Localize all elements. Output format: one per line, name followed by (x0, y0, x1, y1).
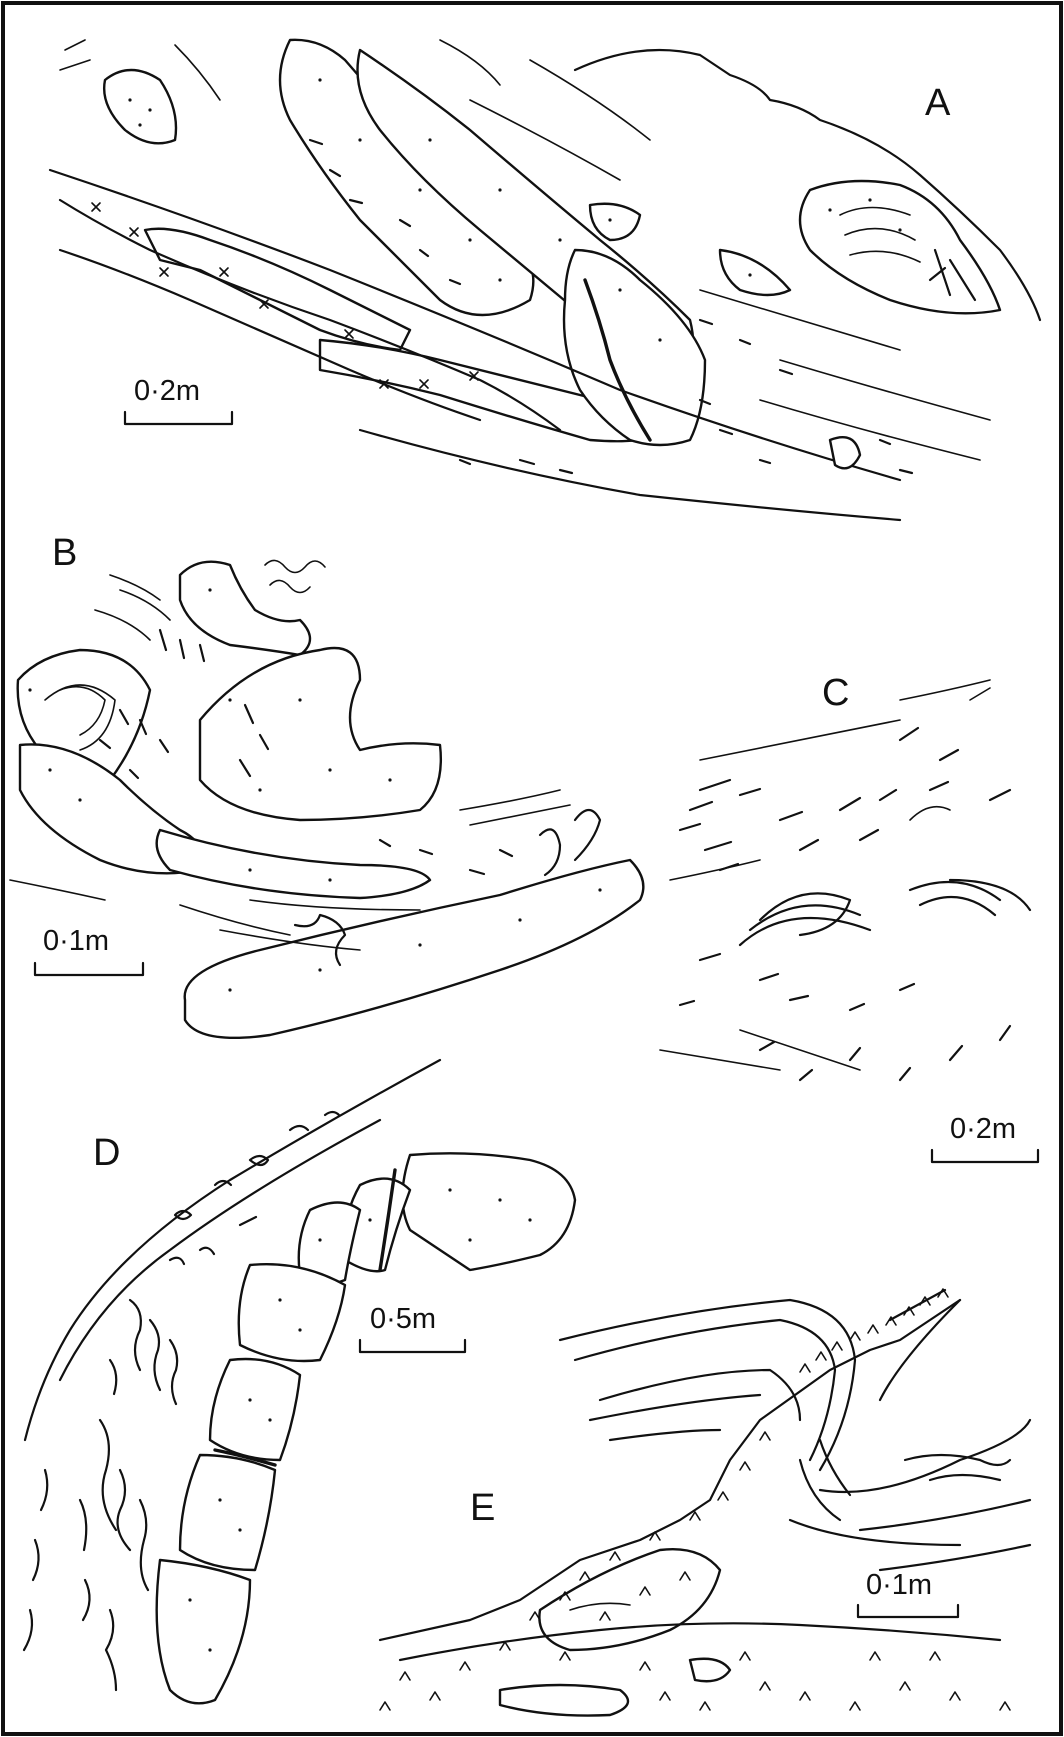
bed-b3 (200, 648, 441, 820)
scale-bar-e (858, 1605, 958, 1617)
boudin-d1 (403, 1153, 576, 1270)
panel-label-b: B (52, 532, 77, 574)
panel-label-c: C (822, 672, 849, 714)
scale-bar-d (360, 1340, 465, 1352)
boudin-d6 (180, 1455, 275, 1570)
bed-a3 (145, 229, 410, 350)
bed-b4 (157, 830, 430, 898)
scale-bar-a (125, 412, 232, 424)
panel-e-sketch: 0·1m E (380, 1289, 1030, 1716)
pod-e3 (690, 1659, 730, 1682)
scale-bar-b (35, 963, 143, 975)
panel-c-sketch: 0·2m C (660, 672, 1038, 1162)
scale-bar-c (932, 1150, 1038, 1162)
bed-b1 (180, 562, 310, 655)
boudin-d7 (157, 1560, 250, 1703)
scale-label-d: 0·5m (370, 1303, 436, 1335)
boudin-d4 (239, 1264, 345, 1361)
scale-label-e: 0·1m (866, 1569, 932, 1601)
panel-a-sketch: 0·2m A (50, 40, 1040, 520)
pod-e1 (539, 1549, 720, 1650)
panel-d-sketch: 0·5m D (24, 1060, 575, 1703)
panel-label-d: D (93, 1132, 120, 1174)
panel-label-e: E (470, 1487, 495, 1529)
scale-label-a: 0·2m (134, 375, 200, 407)
scale-label-c: 0·2m (950, 1113, 1016, 1145)
panel-b-sketch: 0·1m B (10, 532, 643, 1038)
panel-label-a: A (925, 82, 951, 124)
boudin-d5 (210, 1359, 300, 1460)
lens-a1 (104, 70, 176, 143)
pod-e2 (500, 1685, 628, 1716)
scale-label-b: 0·1m (43, 925, 109, 957)
